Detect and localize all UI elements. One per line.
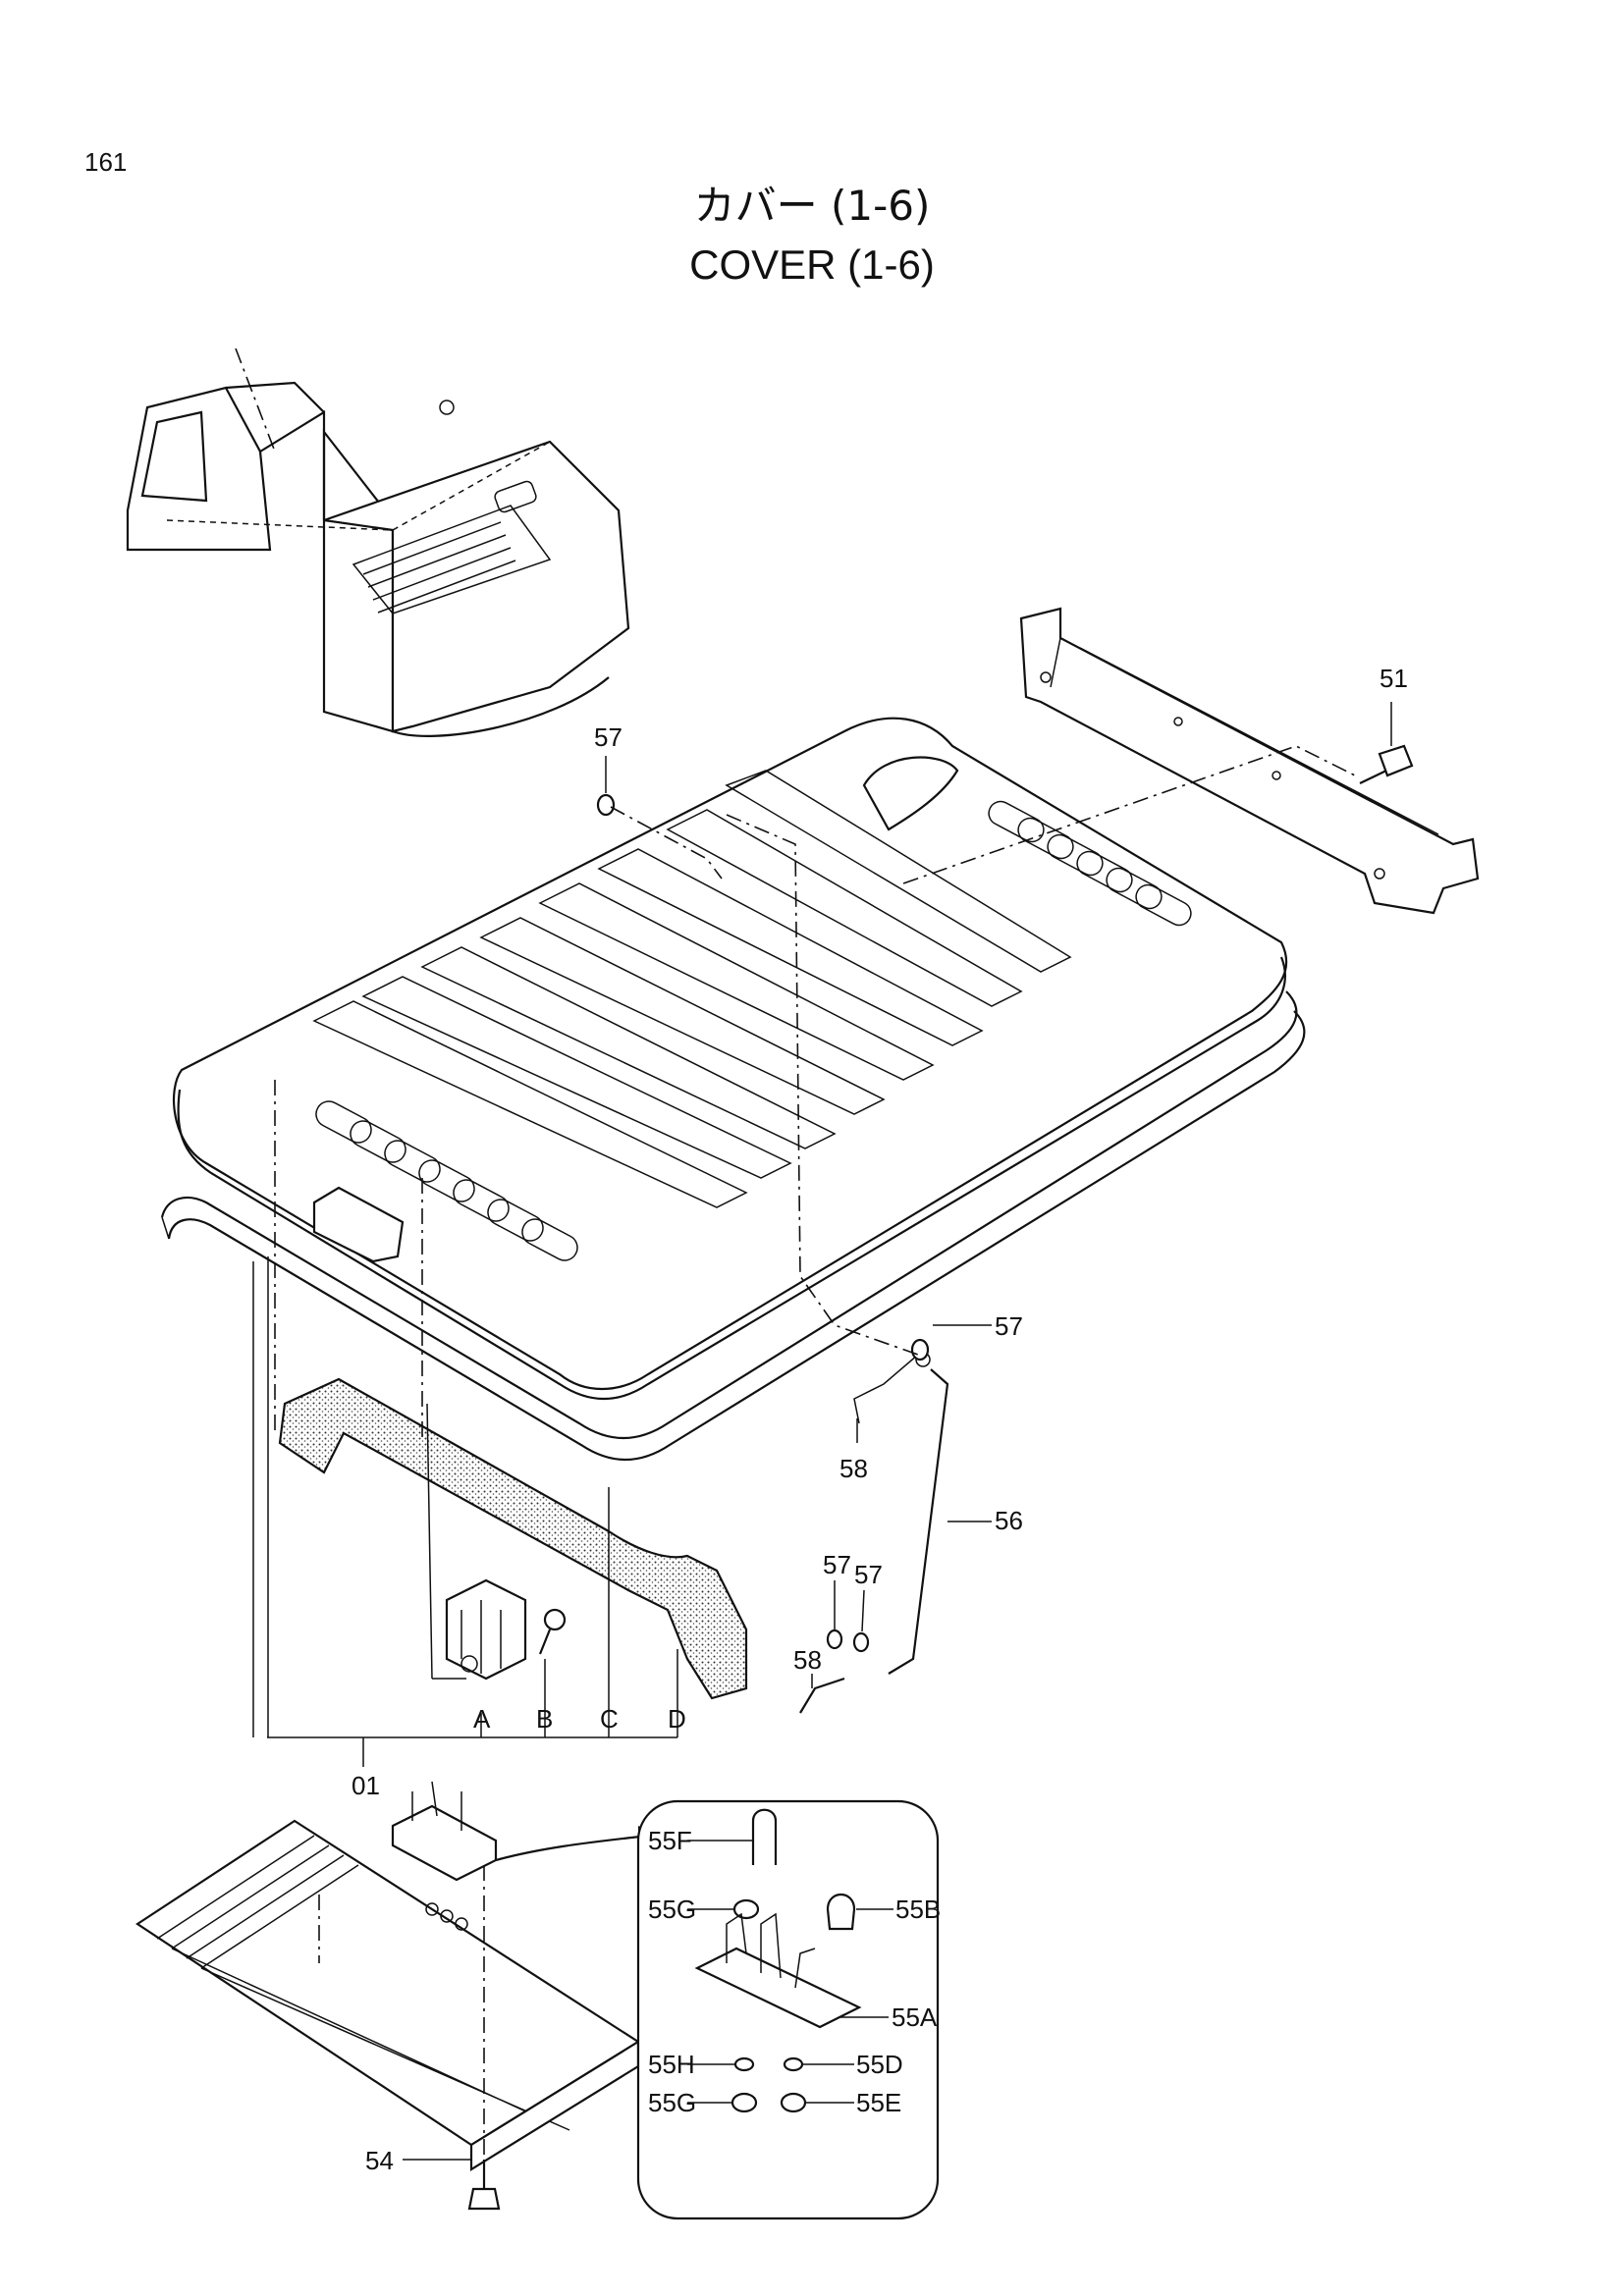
callout-55D: 55D — [856, 2050, 903, 2079]
cover-ribs — [312, 770, 1072, 1208]
page-title: カバー (1-6) COVER (1-6) — [0, 177, 1624, 294]
callout-57-top: 57 — [594, 722, 623, 752]
bolt-51 — [1359, 744, 1414, 784]
rubber-seal-strip — [278, 1377, 748, 1700]
excavator-overview — [126, 347, 630, 737]
group-letter-c: C — [600, 1704, 619, 1734]
group-letter-d: D — [668, 1704, 686, 1734]
group-letter-a: A — [473, 1704, 491, 1734]
bolt-54 — [467, 2160, 501, 2211]
callout-56: 56 — [995, 1506, 1023, 1535]
cover-handle — [312, 1186, 405, 1263]
leader-lines — [403, 702, 1392, 2161]
callout-58-lower: 58 — [793, 1645, 822, 1675]
callout-55G-lower: 55G — [648, 2088, 696, 2117]
callout-55B: 55B — [895, 1895, 941, 1924]
callout-58-upper: 58 — [839, 1454, 868, 1483]
vent-slots-rear — [315, 1100, 578, 1261]
callout-01: 01 — [352, 1771, 380, 1800]
callout-55F: 55F — [648, 1826, 692, 1855]
callout-55G-upper: 55G — [648, 1895, 696, 1924]
vent-slots-front — [988, 800, 1192, 927]
latch-assembly — [391, 1781, 498, 1882]
callout-57-right: 57 — [854, 1560, 883, 1589]
group-letter-b: B — [536, 1704, 553, 1734]
bolt-B — [538, 1608, 567, 1655]
washers — [596, 793, 930, 1653]
callout-57-stay: 57 — [995, 1311, 1023, 1341]
stay-rod — [888, 1368, 949, 1675]
title-english: COVER (1-6) — [689, 241, 935, 288]
callout-55H: 55H — [648, 2050, 695, 2079]
pin-58 — [799, 1677, 845, 1714]
cover-cap-opening — [862, 756, 959, 831]
group-lines-01 — [252, 1256, 678, 1767]
page-number: 161 — [84, 147, 128, 177]
cover-plate — [172, 717, 1288, 1400]
callout-51: 51 — [1380, 664, 1408, 693]
bottom-tray — [135, 1819, 641, 2171]
title-japanese: カバー (1-6) — [693, 182, 931, 230]
callout-54: 54 — [365, 2146, 394, 2175]
detail-leader — [495, 1834, 649, 1862]
clip-bracket — [445, 1578, 527, 1681]
callout-55A: 55A — [892, 2002, 938, 2032]
detail-parts — [694, 1808, 862, 2113]
callout-55E: 55E — [856, 2088, 901, 2117]
callout-57-left: 57 — [823, 1550, 851, 1579]
seal-gasket — [160, 990, 1298, 1439]
bracket-51 — [1019, 607, 1480, 915]
